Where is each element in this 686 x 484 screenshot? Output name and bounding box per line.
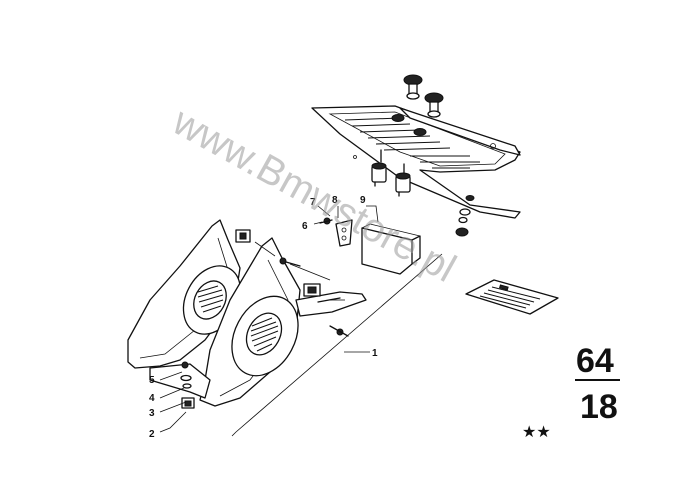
bracket-assembly <box>319 217 353 247</box>
part-9-cover-plate <box>361 223 421 275</box>
callout-5: 5 <box>149 375 155 386</box>
switch-right <box>395 163 411 197</box>
knob-left <box>403 74 423 100</box>
callout-1: 1 <box>372 348 378 359</box>
callout-3: 3 <box>149 408 155 419</box>
callout-8: 8 <box>332 195 338 206</box>
callout-7: 7 <box>310 197 316 208</box>
callout-9: 9 <box>360 195 366 206</box>
leader-lines <box>159 205 443 437</box>
label-plate <box>465 279 559 315</box>
hardware-stack <box>180 361 195 409</box>
right-speaker-grille <box>231 295 299 377</box>
top-grille-panel <box>311 74 521 237</box>
group-main-number: 64 <box>576 342 614 380</box>
knob-right <box>424 92 444 118</box>
callout-2: 2 <box>149 429 155 440</box>
switch-left <box>371 149 387 187</box>
console-housing <box>127 219 367 409</box>
callout-6: 6 <box>302 221 308 232</box>
group-sub-number: 18 <box>580 388 618 426</box>
rating-stars: ★★ <box>522 422 551 441</box>
group-number: 64 18 <box>575 342 620 426</box>
callout-4: 4 <box>149 393 155 404</box>
